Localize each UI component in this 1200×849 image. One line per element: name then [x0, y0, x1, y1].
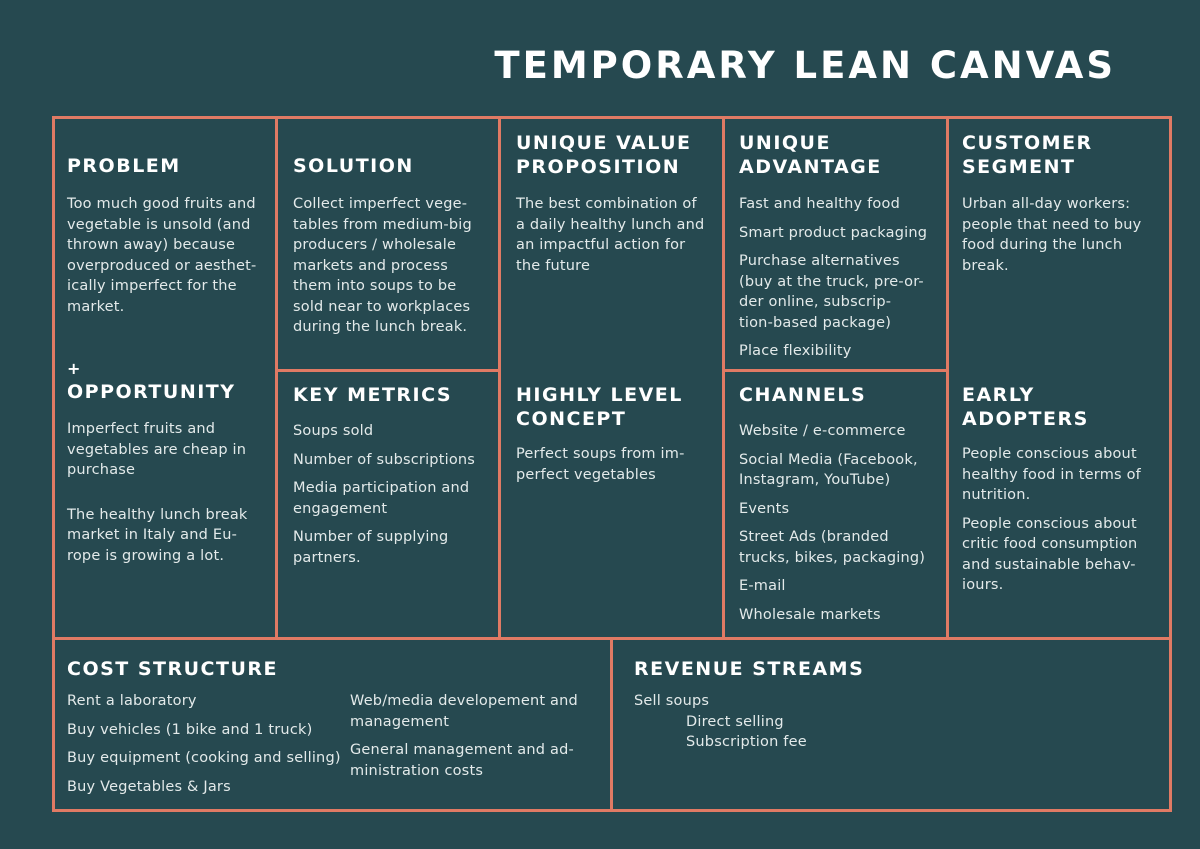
early-adopters-text-2: People conscious about critic food consu…: [962, 515, 1138, 594]
list-item: Buy vehicles (1 bike and 1 truck): [67, 721, 313, 738]
divider-col-3: [722, 116, 725, 640]
list-item: Fast and healthy food: [739, 196, 900, 212]
revenue-main: Sell soups: [634, 693, 710, 709]
cost-structure-list-1: Rent a laboratory Buy vehicles (1 bike a…: [67, 691, 347, 805]
list-item: Wholesale markets: [739, 606, 881, 623]
border-right: [1169, 116, 1172, 812]
channels-list: Website / e-commerce Social Media (Faceb…: [739, 421, 944, 625]
problem-text: Too much good fruits and vegetable is un…: [67, 196, 257, 315]
border-left: [52, 116, 55, 812]
list-item: Rent a laboratory: [67, 693, 197, 709]
list-item: Social Media (Facebook, Instagram, YouTu…: [739, 451, 918, 489]
problem-heading: PROBLEM: [67, 155, 181, 177]
page-title: TEMPORARY LEAN CANVAS: [494, 44, 1116, 87]
customer-segment-heading: CUSTOMER SEGMENT: [962, 132, 1093, 178]
divider-cost-revenue: [610, 637, 613, 812]
early-adopters-cell: EARLY ADOPTERS People conscious about he…: [962, 383, 1162, 596]
divider-advantage-channels: [722, 369, 949, 372]
uvp-text: The best combination of a daily healthy …: [516, 196, 705, 274]
early-adopters-heading: EARLY ADOPTERS: [962, 384, 1089, 430]
cost-structure-heading: COST STRUCTURE: [67, 658, 278, 680]
key-metrics-heading: KEY METRICS: [293, 384, 453, 406]
channels-heading: CHANNELS: [739, 384, 867, 406]
unique-advantage-heading: UNIQUE ADVANTAGE: [739, 132, 882, 178]
unique-advantage-cell: UNIQUE ADVANTAGE Fast and healthy food S…: [739, 131, 944, 370]
customer-segment-cell: CUSTOMER SEGMENT Urban all-day workers: …: [962, 131, 1162, 276]
divider-col-2: [498, 116, 501, 640]
list-item: Number of supplying partners.: [293, 529, 449, 566]
channels-cell: CHANNELS Website / e-commerce Social Med…: [739, 383, 944, 633]
list-item: Buy Vegetables & Jars: [67, 778, 231, 795]
opportunity-cell: + OPPORTUNITY Imperfect fruits and veget…: [67, 359, 272, 566]
list-item: Street Ads (branded trucks, bikes, packa…: [739, 529, 926, 566]
list-item: Web/media developement and management: [350, 693, 578, 730]
problem-cell: PROBLEM Too much good fruits and vegetab…: [67, 154, 267, 317]
opportunity-heading: OPPORTUNITY: [67, 381, 236, 403]
cost-structure-list-2: Web/media developement and management Ge…: [350, 691, 600, 789]
list-item: General management and ad- ministration …: [350, 742, 574, 779]
customer-segment-text: Urban all-day workers: people that need …: [962, 196, 1142, 274]
list-item: E-mail: [739, 578, 786, 594]
border-top: [52, 116, 1172, 119]
list-item: Media participation and engagement: [293, 480, 470, 517]
opportunity-text-1: Imperfect fruits and vegetables are chea…: [67, 421, 247, 478]
high-level-cell: HIGHLY LEVEL CONCEPT Perfect soups from …: [516, 383, 716, 485]
list-item: Smart product packaging: [739, 224, 928, 241]
list-item: Purchase alternatives (buy at the truck,…: [739, 253, 924, 331]
key-metrics-list: Soups sold Number of subscriptions Media…: [293, 421, 493, 568]
solution-cell: SOLUTION Collect imperfect vege- tables …: [293, 154, 493, 338]
high-level-heading: HIGHLY LEVEL CONCEPT: [516, 384, 683, 430]
revenue-sub-2: Subscription fee: [686, 734, 807, 750]
list-item: Number of subscriptions: [293, 451, 476, 468]
high-level-text: Perfect soups from im- perfect vegetable…: [516, 446, 685, 483]
revenue-streams-cell: REVENUE STREAMS Sell soups Direct sellin…: [634, 657, 1154, 753]
early-adopters-text-1: People conscious about healthy food in t…: [962, 446, 1141, 503]
solution-heading: SOLUTION: [293, 155, 414, 177]
key-metrics-cell: KEY METRICS Soups sold Number of subscri…: [293, 383, 493, 576]
solution-text: Collect imperfect vege- tables from medi…: [293, 196, 472, 335]
divider-col-1: [275, 116, 278, 640]
unique-advantage-list: Fast and healthy food Smart product pack…: [739, 194, 944, 362]
revenue-sub-1: Direct selling: [686, 713, 784, 730]
list-item: Events: [739, 500, 790, 517]
revenue-streams-heading: REVENUE STREAMS: [634, 658, 865, 680]
plus-sign: +: [67, 359, 81, 378]
list-item: Place flexibility: [739, 343, 852, 359]
cost-structure-cell: COST STRUCTURE Rent a laboratory Buy veh…: [67, 657, 602, 795]
divider-col-4: [946, 116, 949, 640]
divider-solution-metrics: [275, 369, 501, 372]
uvp-cell: UNIQUE VALUE PROPOSITION The best combin…: [516, 131, 716, 276]
list-item: Soups sold: [293, 423, 374, 439]
list-item: Website / e-commerce: [739, 423, 906, 439]
list-item: Buy equipment (cooking and selling): [67, 750, 341, 766]
uvp-heading: UNIQUE VALUE PROPOSITION: [516, 132, 692, 178]
opportunity-text-2: The healthy lunch break market in Italy …: [67, 506, 248, 564]
